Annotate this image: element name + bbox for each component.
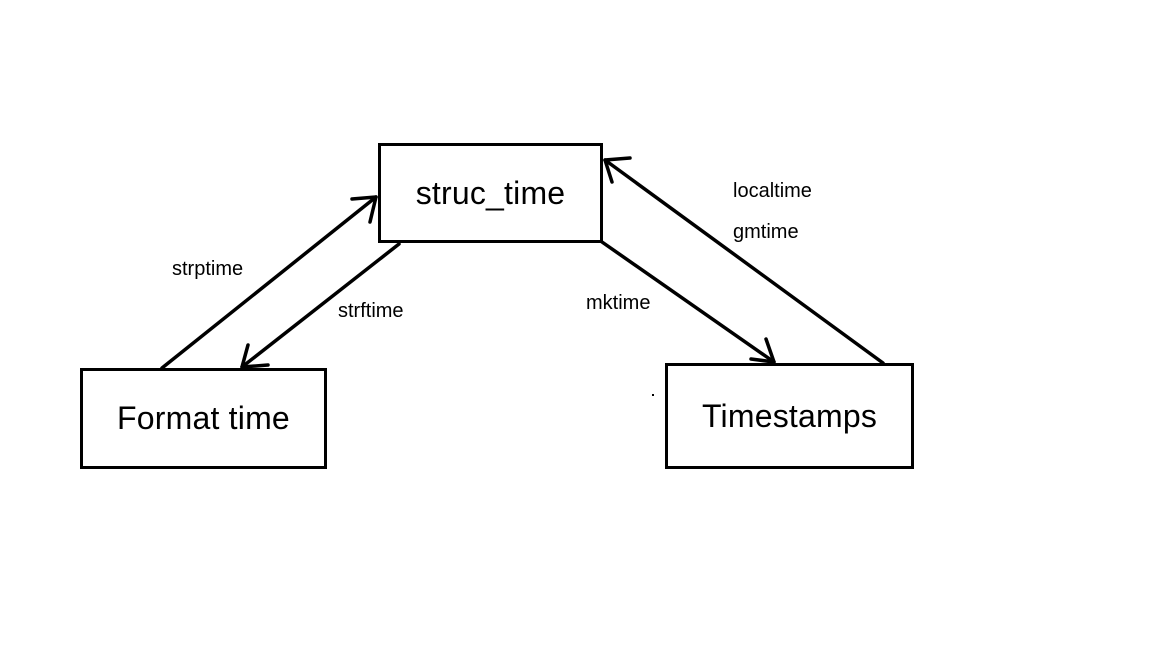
node-timestamps: Timestamps [665, 363, 914, 469]
stray-mark [652, 394, 654, 396]
node-timestamps-label: Timestamps [701, 397, 878, 434]
arrow-strftime [240, 242, 401, 369]
edge-label-localtime: localtime [733, 180, 812, 202]
node-format-time-label: Format time [117, 400, 290, 436]
arrow-mktime [600, 240, 776, 364]
edge-label-strptime: strptime [172, 258, 244, 280]
node-struc-time: struc_time [378, 143, 603, 243]
edge-label-mktime: mktime [586, 292, 651, 314]
node-format-time: Format time [80, 368, 327, 469]
node-struc-time-label: struc_time [415, 174, 566, 211]
edge-label-strftime: strftime [338, 300, 404, 322]
arrow-strptime [160, 195, 378, 370]
arrow-localtime-gmtime [603, 156, 885, 365]
edge-label-gmtime: gmtime [733, 221, 799, 243]
